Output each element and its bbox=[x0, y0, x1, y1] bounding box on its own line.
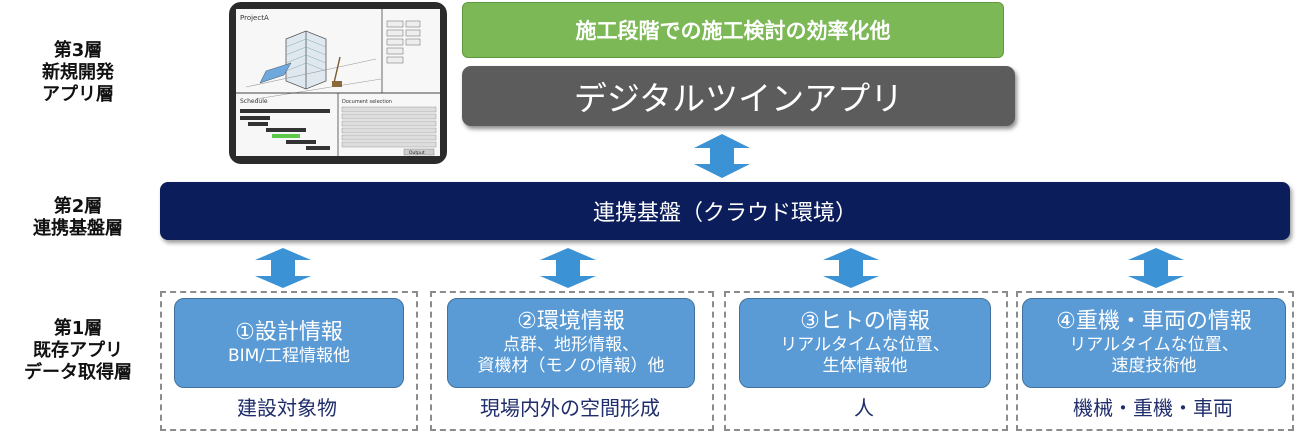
integration-platform-bar: 連携基盤（クラウド環境） bbox=[160, 182, 1290, 240]
layer3-label: 第3層 新規開発 アプリ層 bbox=[28, 40, 128, 106]
source-card-machinery: ④重機・車両の情報 リアルタイムな位置、 速度技術他 bbox=[1022, 298, 1286, 388]
project-label: ProjectA bbox=[240, 14, 269, 22]
layer1-line2: 既存アプリ bbox=[33, 340, 123, 361]
digital-twin-app-bar: デジタルツインアプリ bbox=[462, 66, 1015, 126]
source-group-machinery bbox=[1016, 291, 1294, 431]
tablet-screen: ProjectA Schedule bbox=[236, 9, 440, 156]
double-arrow-icon bbox=[1128, 248, 1184, 288]
schedule-label: Schedule bbox=[240, 98, 268, 105]
source-group-environment bbox=[430, 291, 714, 431]
efficiency-goal-bar: 施工段階での施工検討の効率化他 bbox=[462, 2, 1004, 58]
selection-label: Document selection bbox=[342, 99, 392, 105]
double-arrow-icon bbox=[694, 134, 750, 178]
source-desc: 生体情報他 bbox=[822, 356, 908, 376]
layer3-line2: 新規開発 bbox=[42, 62, 114, 83]
source-group-human bbox=[724, 291, 1008, 431]
source-title: ③ヒトの情報 bbox=[800, 309, 930, 334]
integration-platform-text: 連携基盤（クラウド環境） bbox=[592, 201, 857, 226]
tablet-screen-graphic: ProjectA Schedule bbox=[236, 9, 440, 156]
source-title: ④重機・車両の情報 bbox=[1056, 309, 1252, 334]
source-group-design bbox=[160, 291, 418, 431]
source-desc: 速度技術他 bbox=[1111, 356, 1197, 376]
layer1-line3: データ取得層 bbox=[24, 362, 132, 383]
source-desc: 点群、地形情報、 bbox=[503, 335, 639, 355]
source-title: ①設計情報 bbox=[235, 319, 343, 345]
double-arrow-icon bbox=[823, 248, 879, 288]
double-arrow-icon bbox=[540, 248, 596, 288]
output-button-label: Output bbox=[409, 150, 425, 156]
layer2-line1: 第2層 bbox=[53, 196, 103, 217]
tablet-illustration: ProjectA Schedule bbox=[229, 2, 447, 164]
double-arrow-icon bbox=[255, 248, 311, 288]
efficiency-goal-text: 施工段階での施工検討の効率化他 bbox=[575, 19, 891, 43]
source-card-human: ③ヒトの情報 リアルタイムな位置、 生体情報他 bbox=[739, 298, 991, 388]
source-card-environment: ②環境情報 点群、地形情報、 資機材（モノの情報）他 bbox=[447, 298, 695, 388]
source-desc: 資機材（モノの情報）他 bbox=[477, 356, 665, 376]
source-desc: リアルタイムな位置、 bbox=[1069, 335, 1239, 355]
layer2-label: 第2層 連携基盤層 bbox=[28, 196, 128, 240]
layer1-label: 第1層 既存アプリ データ取得層 bbox=[18, 318, 138, 384]
source-desc: BIM/工程情報他 bbox=[227, 345, 351, 366]
source-title: ②環境情報 bbox=[517, 309, 625, 334]
source-footer: 建設対象物 bbox=[237, 396, 337, 420]
source-desc: リアルタイムな位置、 bbox=[780, 335, 950, 355]
layer1-line1: 第1層 bbox=[53, 318, 103, 339]
source-footer: 現場内外の空間形成 bbox=[480, 396, 660, 420]
layer2-line2: 連携基盤層 bbox=[33, 218, 123, 239]
layer3-line1: 第3層 bbox=[53, 40, 103, 61]
source-footer: 人 bbox=[854, 396, 874, 420]
source-card-design: ①設計情報 BIM/工程情報他 bbox=[174, 298, 404, 388]
digital-twin-app-text: デジタルツインアプリ bbox=[573, 79, 904, 118]
source-footer: 機械・重機・車両 bbox=[1073, 396, 1233, 420]
layer3-line3: アプリ層 bbox=[42, 84, 114, 105]
